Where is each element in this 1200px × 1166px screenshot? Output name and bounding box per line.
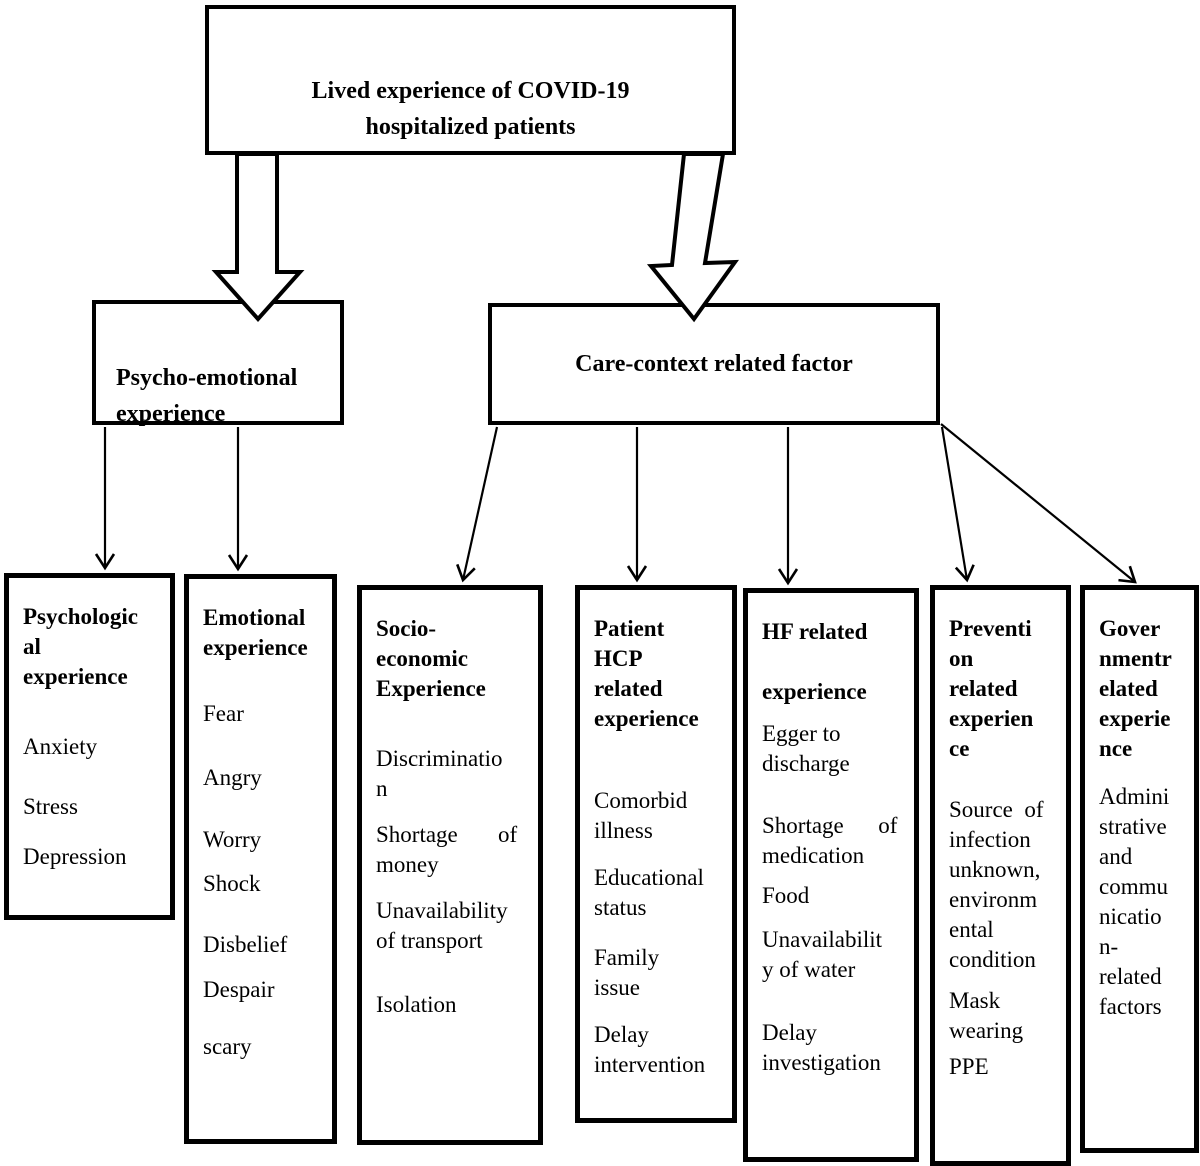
connector-socio-economic [456, 426, 499, 583]
care-branch-label: Care-context related factor [575, 350, 853, 377]
care-context-branch-box: Care-context related factor [488, 303, 940, 425]
box-item: Angry [203, 765, 262, 790]
box-header: Patient HCP related experience [594, 616, 699, 731]
emotional-experience-box: Emotional experience Fear Angry Worry Sh… [184, 574, 337, 1144]
prevention-related-experience-box: Preventi on related experien ce Source o… [930, 585, 1071, 1166]
connector-government [940, 423, 1137, 584]
block-arrow-to-care [646, 152, 739, 323]
box-item: Anxiety [23, 734, 98, 759]
box-item: Educational status [594, 865, 704, 920]
box-item: Unavailabilit y of water [762, 927, 883, 982]
box-item: Family issue [594, 945, 660, 1000]
hf-related-experience-box: HF related experience Egger to discharge… [743, 588, 919, 1162]
box-item: Discriminatio n [376, 746, 503, 801]
psycho-branch-label: Psycho-emotional experience [116, 365, 298, 427]
box-item: Shortage of money [376, 822, 518, 877]
box-item: Disbelief [203, 932, 288, 957]
box-item: Shortage of medication [762, 813, 898, 868]
box-header: Psychologic al experience [23, 604, 138, 689]
box-item: Food [762, 883, 810, 908]
box-item: Depression [23, 844, 127, 869]
box-item: Unavailability of transport [376, 898, 508, 953]
box-header: Preventi on related experien ce [949, 616, 1034, 761]
connector-prevention [940, 426, 975, 583]
box-item: Despair [203, 977, 275, 1002]
box-header: Emotional experience [203, 605, 308, 660]
box-item: PPE [949, 1054, 989, 1079]
box-item: Stress [23, 794, 78, 819]
box-item: Worry [203, 827, 262, 852]
box-header: Socio- economic Experience [376, 616, 486, 701]
box-item: Delay investigation [762, 1020, 881, 1075]
patient-hcp-experience-box: Patient HCP related experience Comorbid … [575, 585, 737, 1123]
socio-economic-experience-box: Socio- economic Experience Discriminatio… [357, 585, 543, 1145]
block-arrow-to-psycho [211, 152, 305, 323]
box-item: Isolation [376, 992, 457, 1017]
box-item: Fear [203, 701, 244, 726]
box-item: Delay intervention [594, 1022, 706, 1077]
box-item: Shock [203, 871, 261, 896]
box-item: Source of infection unknown, environm en… [949, 797, 1044, 972]
psychological-experience-box: Psychologic al experience Anxiety Stress… [4, 573, 175, 920]
root-title: Lived experience of COVID-19 hospitalize… [311, 78, 630, 140]
box-header: Gover nmentr elated experie nce [1099, 616, 1172, 761]
box-item: Comorbid illness [594, 788, 688, 843]
psycho-emotional-branch-box: Psycho-emotional experience [92, 300, 344, 427]
box-item: scary [203, 1034, 252, 1059]
box-item: Egger to discharge [762, 721, 850, 776]
box-header: HF related experience [762, 619, 868, 704]
root-box: Lived experience of COVID-19 hospitalize… [205, 5, 736, 155]
government-related-experience-box: Gover nmentr elated experie nce Admini s… [1080, 585, 1199, 1153]
box-item: Admini strative and commu nicatio n- rel… [1099, 784, 1170, 1019]
box-item: Mask wearing [949, 988, 1024, 1043]
